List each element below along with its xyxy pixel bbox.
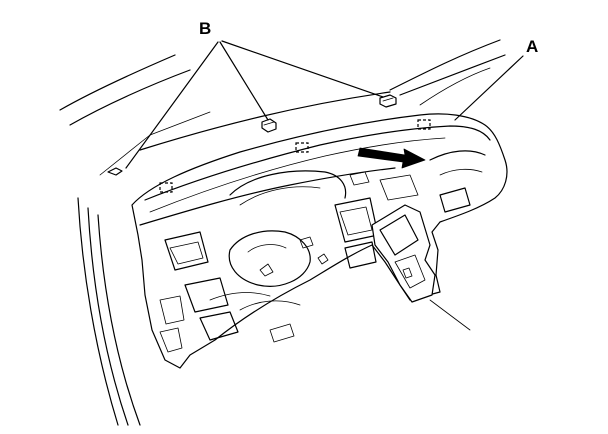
callout-a: A (526, 37, 538, 56)
callout-b: B (199, 19, 211, 38)
clip-right-marker (417, 119, 431, 130)
fastener-left (261, 118, 277, 133)
fasteners-b (261, 94, 397, 133)
leader-lines (125, 40, 524, 169)
fastener-right (379, 94, 397, 108)
clip-locations (159, 119, 431, 193)
leader-a (454, 55, 524, 121)
dashboard-assembly (131, 113, 508, 369)
clip-center-marker (295, 142, 309, 153)
clip-left-marker (159, 182, 173, 193)
arrow-right-icon (357, 147, 426, 169)
leader-b-left (125, 41, 219, 169)
vehicle-body-outline (59, 39, 506, 426)
leader-b-right (221, 40, 384, 98)
leader-b-center (219, 41, 269, 121)
